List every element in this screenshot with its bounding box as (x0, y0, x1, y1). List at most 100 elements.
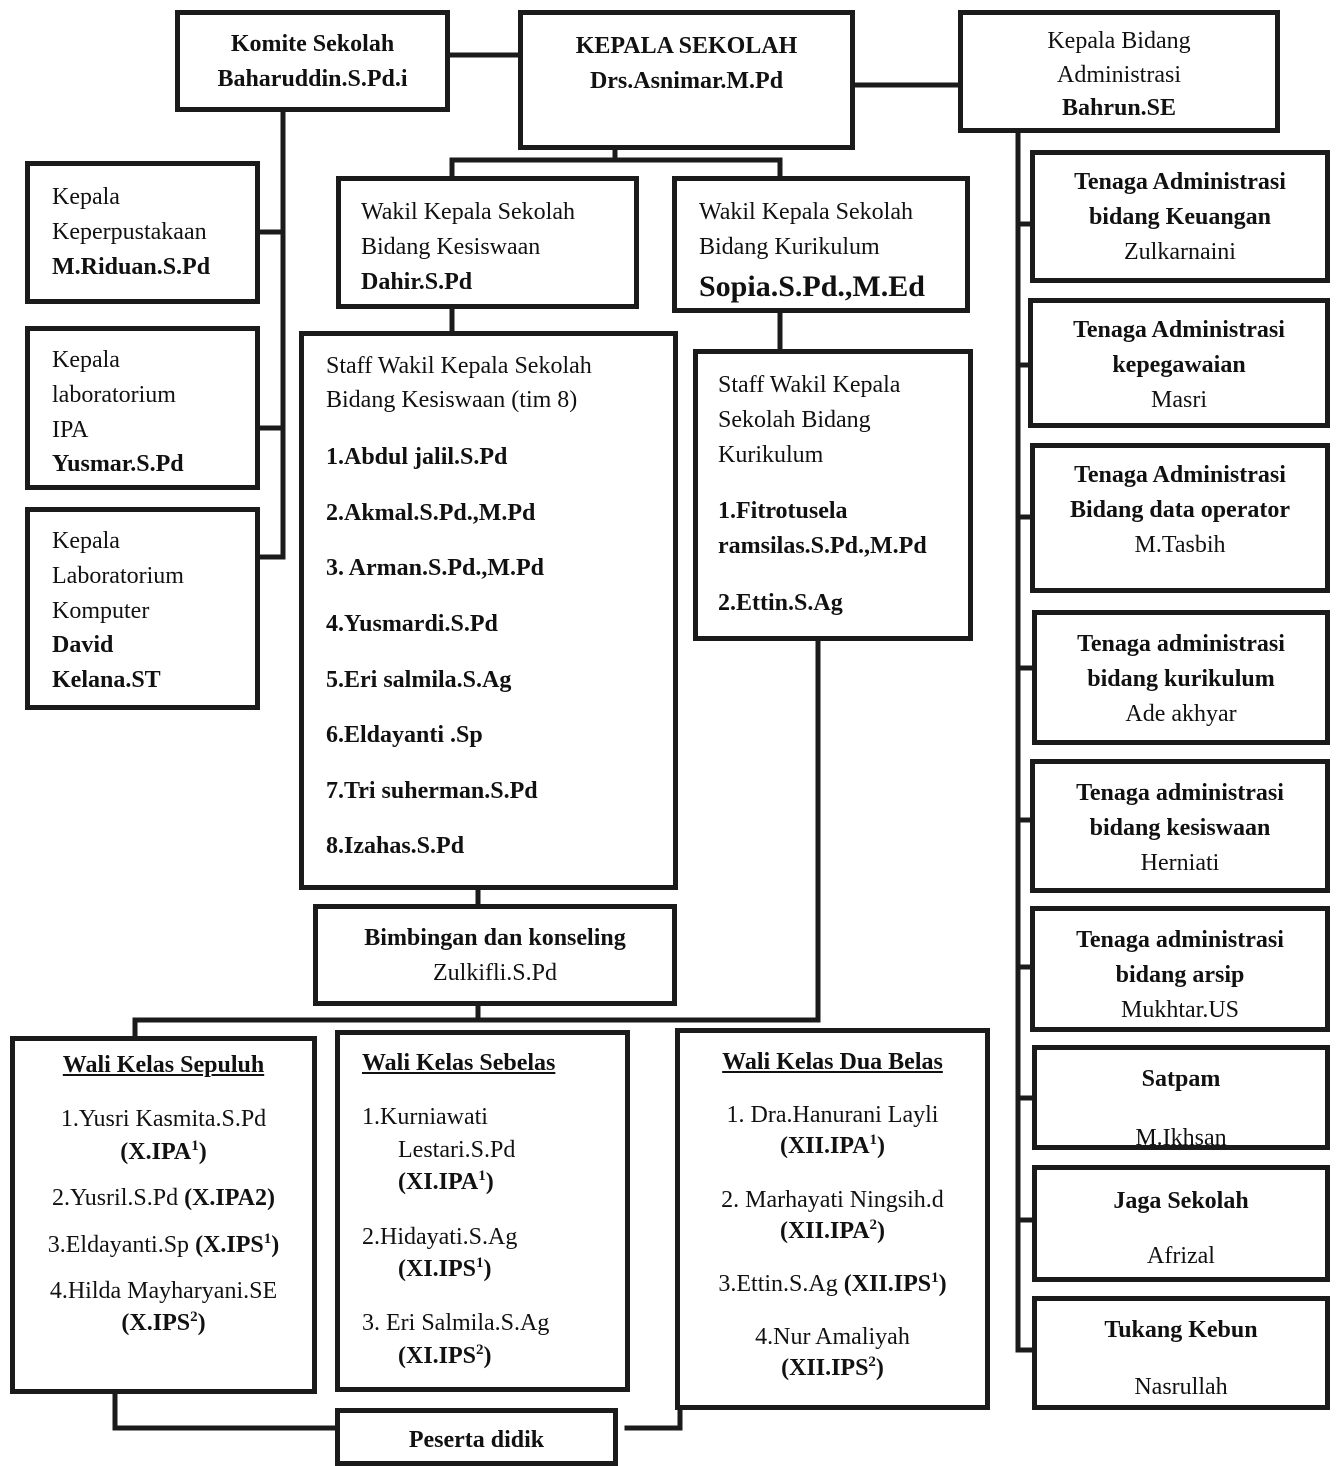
admin-kepegawaian-t2: kepegawaian (1112, 351, 1246, 378)
wali-11-item-3: 3. Eri Salmila.S.Ag (XI.IPS2) (362, 1307, 625, 1372)
wali-10-teacher-4: 4.Hilda Mayharyani.SE (49, 1277, 278, 1304)
wali-10-item-4: 4.Hilda Mayharyani.SE (X.IPS2) (15, 1275, 312, 1340)
line-wali-peserta (112, 1389, 683, 1431)
list-item: 6.Eldayanti .Sp (326, 722, 483, 749)
admin-kurikulum-name: Ade akhyar (1125, 700, 1237, 727)
komite-name: Baharuddin.S.Pd.i (217, 65, 408, 92)
wali-11-teacher-3: 3. Eri Salmila.S.Ag (362, 1310, 550, 1337)
wakasek-kesiswaan-name: Dahir.S.Pd (361, 268, 473, 295)
wakasek-kurikulum-line2: Bidang Kurikulum (699, 233, 880, 260)
kabid-line1: Kepala Bidang (1047, 28, 1191, 54)
admin-keuangan-name: Zulkarnaini (1124, 238, 1236, 265)
wali-11-class-1-sup: 1 (478, 1168, 486, 1185)
list-item: 8.Izahas.S.Pd (326, 833, 465, 860)
bk-name: Zulkifli.S.Pd (432, 959, 558, 986)
wali-kelas-11-box: Wali Kelas Sebelas 1.Kurniawati Lestari.… (335, 1030, 630, 1392)
admin-kesiswaan-t1: Tenaga administrasi (1076, 780, 1284, 806)
line-wali-branch (132, 1017, 821, 1041)
staff-kurikulum-member1a: 1.Fitrotusela (718, 498, 848, 525)
wali-12-class-2-sup: 2 (869, 1216, 878, 1233)
tukang-kebun-box: Tukang Kebun Nasrullah (1032, 1296, 1330, 1410)
bk-box: Bimbingan dan konseling Zulkifli.S.Pd (313, 904, 677, 1006)
admin-kepegawaian-name: Masri (1151, 386, 1207, 413)
list-item: 1.Abdul jalil.S.Pd (326, 444, 508, 471)
wali-11-teacher-2: 2.Hidayati.S.Ag (362, 1223, 518, 1250)
perpustakaan-line2: Keperpustakaan (52, 218, 207, 245)
admin-kepegawaian-t1: Tenaga Administrasi (1073, 317, 1285, 343)
wakasek-kurikulum-line1: Wakil Kepala Sekolah (699, 199, 913, 225)
wali-10-class-3: X.IPS (203, 1231, 264, 1258)
wali-10-class-4-sup: 2 (190, 1309, 198, 1326)
lab-ipa-box: Kepala laboratorium IPA Yusmar.S.Pd (25, 326, 260, 490)
wali-10-class-2: X.IPA2 (192, 1185, 267, 1212)
wali-11-teacher-1b: Lestari.S.Pd (398, 1136, 516, 1163)
wakasek-kesiswaan-box: Wakil Kepala Sekolah Bidang Kesiswaan Da… (336, 176, 639, 309)
wali-11-class-3: XI.IPS (406, 1342, 477, 1369)
lab-ipa-line2: laboratorium (52, 381, 176, 408)
jaga-sekolah-box: Jaga Sekolah Afrizal (1032, 1165, 1330, 1282)
lab-komputer-name1: David (52, 632, 114, 659)
kepala-sekolah-box: KEPALA SEKOLAH Drs.Asnimar.M.Pd (518, 10, 855, 150)
admin-kurikulum-t2: bidang kurikulum (1087, 665, 1275, 692)
wali-10-item-3: 3.Eldayanti.Sp (X.IPS1) (47, 1230, 280, 1258)
wali-kelas-10-box: Wali Kelas Sepuluh 1.Yusri Kasmita.S.Pd … (10, 1036, 317, 1394)
list-item: 4.Yusmardi.S.Pd (326, 610, 498, 637)
line-komite-down (255, 109, 286, 560)
kabid-line2: Administrasi (1057, 61, 1181, 88)
wali-12-teacher-1: 1. Dra.Hanurani Layli (726, 1102, 939, 1129)
staff-kurikulum-line2: Sekolah Bidang (718, 406, 871, 433)
staff-kesiswaan-box: Staff Wakil Kepala Sekolah Bidang Kesisw… (299, 331, 678, 890)
admin-kesiswaan-t2: bidang kesiswaan (1089, 814, 1271, 841)
wali-12-item-4: 4.Nur Amaliyah (XII.IPS2) (680, 1322, 985, 1384)
wali-12-class-1: XII.IPA (787, 1133, 870, 1160)
wali-11-title: Wali Kelas Sebelas (362, 1050, 556, 1076)
wali-kelas-12-box: Wali Kelas Dua Belas 1. Dra.Hanurani Lay… (675, 1028, 990, 1410)
lab-komputer-line2: Laboratorium (52, 562, 184, 589)
wakasek-kesiswaan-line1: Wakil Kepala Sekolah (361, 199, 575, 225)
wali-11-class-2-sup: 1 (476, 1254, 484, 1271)
admin-kurikulum-box: Tenaga administrasi bidang kurikulum Ade… (1032, 610, 1330, 745)
wakasek-kurikulum-name: Sopia.S.Pd.,M.Ed (699, 269, 925, 303)
wali-11-class-3-sup: 2 (476, 1341, 484, 1358)
lab-komputer-name2: Kelana.ST (52, 667, 161, 694)
wakasek-kesiswaan-line2: Bidang Kesiswaan (361, 233, 541, 260)
peserta-title: Peserta didik (408, 1427, 545, 1453)
admin-kurikulum-t1: Tenaga administrasi (1077, 631, 1285, 657)
wali-12-teacher-3: 3.Ettin.S.Ag (718, 1270, 838, 1297)
admin-arsip-t1: Tenaga administrasi (1076, 927, 1284, 953)
wali-12-class-4: XII.IPS (789, 1355, 869, 1382)
list-item: 2.Akmal.S.Pd.,M.Pd (326, 499, 536, 526)
wali-10-teacher-1: 1.Yusri Kasmita.S.Pd (60, 1106, 267, 1133)
lab-ipa-line3: IPA (52, 416, 89, 443)
wali-10-item-1: 1.Yusri Kasmita.S.Pd (X.IPA1) (15, 1103, 312, 1168)
satpam-name: M.Ikhsan (1135, 1124, 1227, 1150)
wali-11-class-1: XI.IPA (406, 1169, 479, 1196)
admin-keuangan-t2: bidang Keuangan (1088, 203, 1272, 230)
wali-11-teacher-1a: 1.Kurniawati (362, 1104, 488, 1131)
wali-12-class-1-sup: 1 (869, 1132, 878, 1149)
staff-kurikulum-line3: Kurikulum (718, 441, 824, 468)
list-item: 3. Arman.S.Pd.,M.Pd (326, 555, 545, 582)
admin-arsip-name: Mukhtar.US (1120, 996, 1239, 1023)
wali-11-item-1: 1.Kurniawati Lestari.S.Pd (XI.IPA1) (362, 1101, 625, 1198)
staff-kurikulum-member1b: ramsilas.S.Pd.,M.Pd (718, 533, 927, 560)
satpam-title: Satpam (1141, 1066, 1221, 1092)
admin-operator-t1: Tenaga Administrasi (1074, 462, 1286, 488)
wali-12-class-3-sup: 1 (931, 1269, 939, 1286)
lab-komputer-box: Kepala Laboratorium Komputer David Kelan… (25, 507, 260, 710)
list-item: 5.Eri salmila.S.Ag (326, 666, 512, 693)
line-wakasek-branch (449, 157, 783, 181)
wali-10-class-3-sup: 1 (263, 1230, 272, 1247)
lab-ipa-line1: Kepala (52, 347, 120, 373)
wali-10-teacher-3: 3.Eldayanti.Sp (47, 1231, 190, 1258)
jaga-sekolah-name: Afrizal (1147, 1242, 1215, 1269)
perpustakaan-name: M.Riduan.S.Pd (52, 253, 211, 280)
wali-10-item-2: 2.Yusril.S.Pd (X.IPA2) (52, 1185, 275, 1212)
peserta-didik-box: Peserta didik (335, 1408, 618, 1466)
lab-komputer-line1: Kepala (52, 528, 120, 554)
wali-10-class-1: X.IPA (128, 1138, 192, 1165)
admin-arsip-box: Tenaga administrasi bidang arsip Mukhtar… (1030, 906, 1330, 1032)
admin-kesiswaan-name: Herniati (1140, 849, 1220, 876)
wali-10-class-4: X.IPS (129, 1310, 191, 1337)
wali-12-item-3: 3.Ettin.S.Ag (XII.IPS1) (718, 1269, 947, 1297)
